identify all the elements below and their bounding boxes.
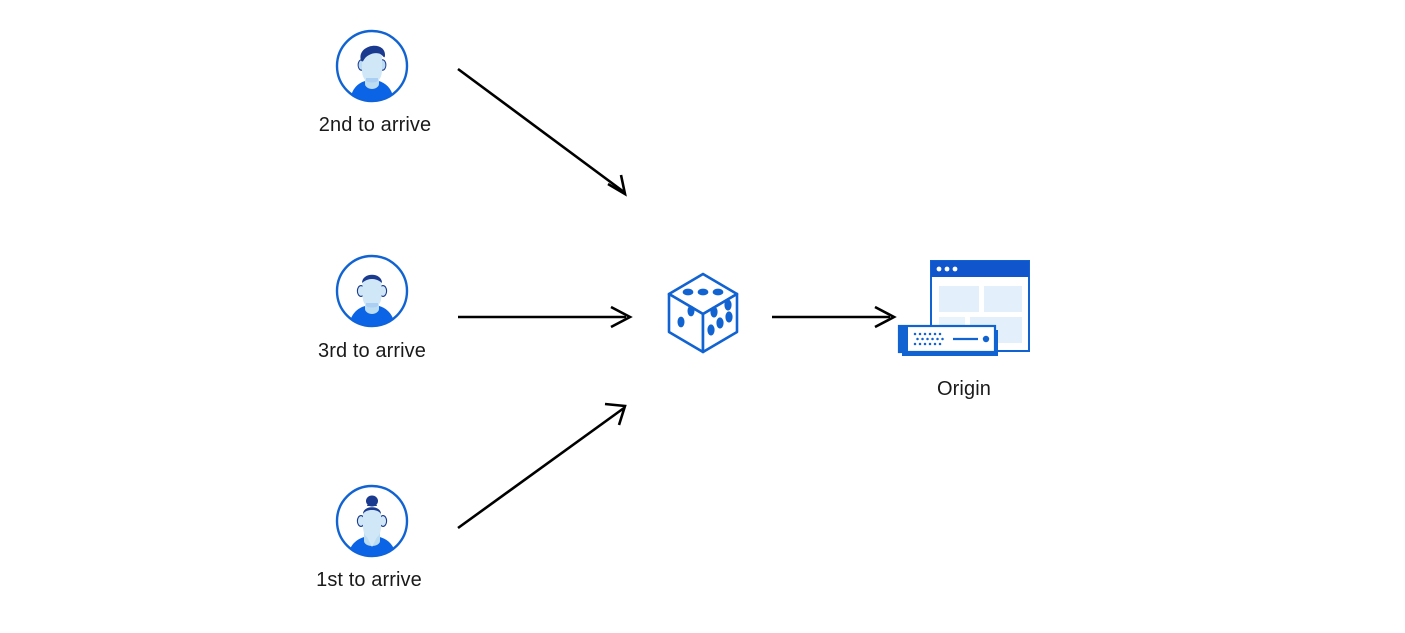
arrow-client-middle-to-dice — [458, 305, 633, 329]
user-avatar-icon — [335, 254, 409, 328]
server-browser-icon — [897, 260, 1030, 356]
user-avatar-icon — [335, 29, 409, 103]
random-selector-dice[interactable] — [658, 268, 748, 358]
client-avatar-middle[interactable] — [334, 253, 410, 329]
arrow-dice-to-origin — [772, 305, 897, 329]
router-device-icon — [897, 324, 998, 356]
client-label-top: 2nd to arrive — [318, 114, 432, 136]
arrow-client-bottom-to-dice — [457, 402, 627, 530]
client-label-bottom: 1st to arrive — [316, 569, 422, 591]
dice-icon — [667, 272, 739, 354]
client-avatar-top[interactable] — [334, 28, 410, 104]
client-avatar-bottom[interactable] — [334, 483, 410, 559]
origin-label: Origin — [937, 378, 991, 400]
client-label-middle: 3rd to arrive — [317, 340, 426, 362]
user-avatar-icon — [335, 484, 409, 558]
origin-server-node[interactable] — [895, 255, 1035, 365]
arrow-client-top-to-dice — [457, 67, 627, 197]
